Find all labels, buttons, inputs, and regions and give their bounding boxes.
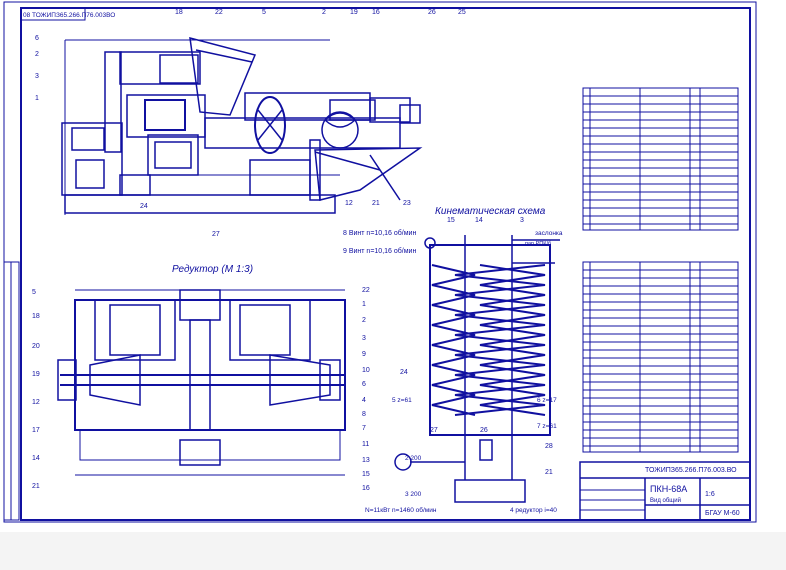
callouts-reducer: 5 18 20 19 12 17 14 21 22 1 2 3 9 10 6 4…: [32, 287, 370, 492]
parts-table-top: [582, 87, 739, 231]
screw2-label: 9 Винт n=10,16 об/мин: [343, 247, 416, 255]
reducer-callout-21: 21: [32, 483, 40, 490]
reducer-callout-22: 22: [362, 287, 370, 294]
motor-label: N=11кВт n=1460 об/мин: [365, 506, 437, 514]
steam-label: пар РПК/б: [525, 241, 551, 247]
pulley-2-label: 2 200: [405, 455, 422, 462]
kin-callout-26: 26: [480, 427, 488, 434]
reducer-callout-9: 9: [362, 351, 366, 358]
reducer-callout-11: 11: [362, 441, 369, 448]
pulley-3-label: 3 200: [405, 491, 422, 498]
reducer-callout-4: 4: [362, 397, 366, 404]
callout-25: 25: [458, 9, 466, 16]
kin-callout-15: 15: [447, 217, 455, 224]
footer-strip: [0, 532, 786, 570]
inner-frame: [20, 7, 751, 521]
kinematic-scheme: [394, 235, 560, 503]
callout-3: 3: [35, 73, 39, 80]
callout-23: 23: [403, 200, 411, 207]
kin-callout-28: 28: [545, 443, 553, 450]
reducer-callout-20: 20: [32, 343, 40, 350]
reducer-callout-14: 14: [32, 455, 40, 462]
callout-19: 19: [350, 9, 358, 16]
reducer-callout-12: 12: [32, 399, 40, 406]
callouts-top: 18 22 5 2 19 16 26 25 6 2 3 1 24 27 12 2…: [35, 9, 466, 238]
callout-21: 21: [372, 200, 380, 207]
reducer-callout-10: 10: [362, 367, 370, 374]
machine-general-view: [61, 36, 423, 215]
title-block-org: БГАУ М-60: [705, 510, 740, 517]
kin-callout-3: 3: [520, 217, 524, 224]
parts-table-bottom: [582, 261, 739, 453]
callout-2b: 2: [35, 51, 39, 58]
reducer-callout-1: 1: [362, 301, 366, 308]
callout-5: 5: [262, 9, 266, 16]
reducer-callout-16: 16: [362, 485, 370, 492]
callouts-kinematic: 15 14 3 24 27 26 21 28: [400, 217, 553, 476]
kinematic-title: Кинематическая схема: [435, 206, 546, 217]
callout-1: 1: [35, 95, 39, 102]
reducer-callout-15: 15: [362, 471, 370, 478]
top-left-stamp-box: [20, 7, 86, 21]
reducer-callout-8: 8: [362, 411, 366, 418]
callout-27: 27: [212, 231, 220, 238]
reducer-callout-5: 5: [32, 289, 36, 296]
callout-24: 24: [140, 203, 148, 210]
callout-22: 22: [215, 9, 223, 16]
kin-callout-27: 27: [430, 427, 438, 434]
title-block-name: ПКН-68А: [650, 484, 687, 494]
callout-2: 2: [322, 9, 326, 16]
reducer-callout-6: 6: [362, 381, 366, 388]
title-block-scale: 1:6: [705, 491, 715, 498]
reducer-callout-13: 13: [362, 457, 370, 464]
kin-callout-14: 14: [475, 217, 483, 224]
callout-26: 26: [428, 9, 436, 16]
title-block-code: ТОЖИПЗ65.266.П76.003.ВО: [645, 467, 737, 474]
callout-18: 18: [175, 9, 183, 16]
reducer-callout-2: 2: [362, 317, 366, 324]
callout-16: 16: [372, 9, 380, 16]
kin-callout-24: 24: [400, 369, 408, 376]
top-left-stamp: 08 ТОЖИПЗ65.266.П76.003ВО: [23, 12, 115, 19]
gear-5-label: 5 z=61: [392, 397, 412, 404]
kin-callout-21: 21: [545, 469, 553, 476]
reducer-section: [57, 289, 346, 476]
gear-7-label: 7 z=61: [537, 423, 557, 430]
reducer-callout-7: 7: [362, 425, 366, 432]
reducer-callout-3: 3: [362, 335, 366, 342]
callout-6: 6: [35, 35, 39, 42]
flap-label: заслонка: [535, 230, 563, 237]
reducer-callout-18: 18: [32, 313, 40, 320]
reducer-callout-19: 19: [32, 371, 40, 378]
title-block-subtitle: Вид общий: [650, 497, 681, 504]
title-block: [579, 461, 751, 521]
gear-6-label: 6 z=17: [537, 397, 557, 404]
reducer-callout-17: 17: [32, 427, 40, 434]
callout-12: 12: [345, 200, 353, 207]
reducer-ratio-label: 4 редуктор i=40: [510, 507, 557, 514]
reducer-title: Редуктор (М 1:3): [172, 264, 253, 275]
screw1-label: 8 Винт n=10,16 об/мин: [343, 229, 416, 237]
